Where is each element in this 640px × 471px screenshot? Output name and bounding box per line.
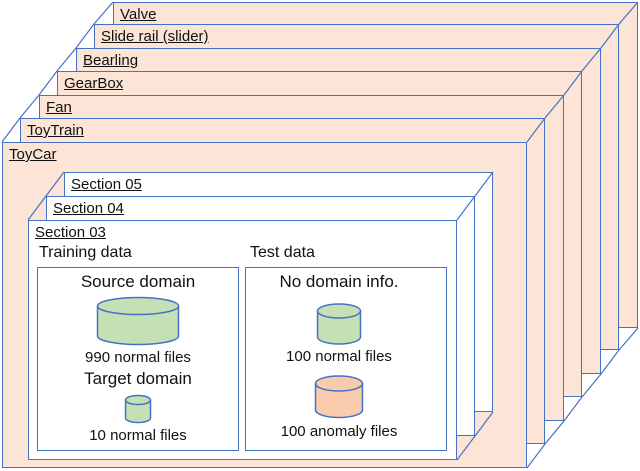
machine-label-slide-rail: Slide rail (slider) xyxy=(101,28,209,45)
target-files-count: 10 normal files xyxy=(89,427,187,444)
test-normal-files-count: 100 normal files xyxy=(286,348,392,365)
source-domain-heading: Source domain xyxy=(80,272,196,291)
machine-label-bearling: Bearling xyxy=(83,52,139,69)
machine-label-toytrain: ToyTrain xyxy=(27,122,84,139)
machine-label-toycar: ToyCar xyxy=(9,146,57,163)
machine-label-valve: Valve xyxy=(120,6,157,23)
training-data-title: Training data xyxy=(39,244,132,261)
test-normal-cylinder-icon xyxy=(316,303,362,345)
no-domain-info-heading: No domain info. xyxy=(279,272,399,291)
section-label-04: Section 04 xyxy=(53,200,124,217)
machine-label-fan: Fan xyxy=(46,99,72,116)
target-domain-heading: Target domain xyxy=(84,369,192,388)
target-domain-cylinder-icon xyxy=(124,394,152,424)
section-label-03: Section 03 xyxy=(35,224,106,241)
test-data-title: Test data xyxy=(250,244,315,261)
section-label-05: Section 05 xyxy=(71,176,142,193)
test-anomaly-cylinder-icon xyxy=(314,375,364,419)
machine-label-gearbox: GearBox xyxy=(64,75,124,92)
test-anomaly-files-count: 100 anomaly files xyxy=(280,423,398,440)
source-domain-cylinder-icon xyxy=(96,296,180,346)
source-files-count: 990 normal files xyxy=(85,349,191,366)
section-card-03: Section 03 Training data Test data Sourc… xyxy=(28,220,457,460)
training-data-panel: Source domain 990 normal files Target do… xyxy=(37,267,239,451)
test-data-panel: No domain info. 100 normal files 100 ano… xyxy=(245,267,447,451)
